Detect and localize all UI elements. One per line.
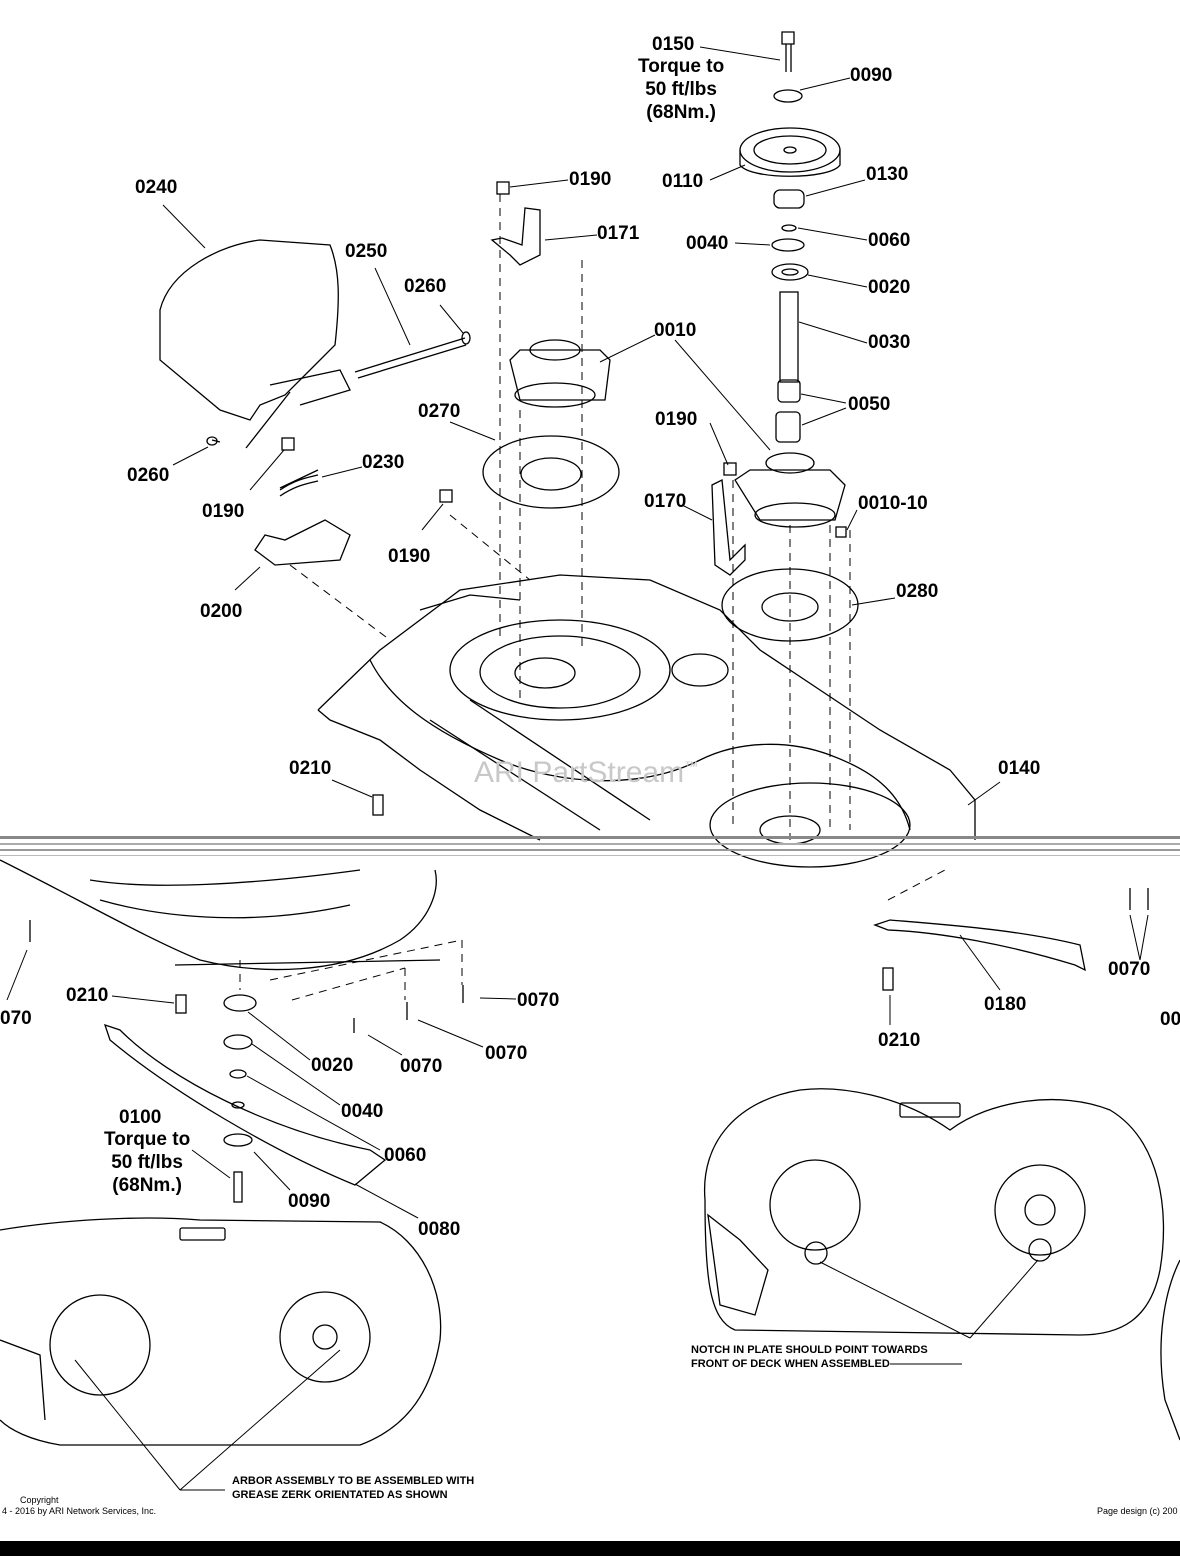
callout-0190-a: 0190 (569, 169, 612, 190)
callout-0170: 0170 (644, 491, 687, 512)
blade-0080 (103, 1023, 387, 1186)
spindle-housing-left (509, 339, 611, 408)
callout-0010-10: 0010-10 (858, 493, 928, 514)
callout-0240: 0240 (135, 177, 178, 198)
bottom-spindle-parts (223, 994, 257, 1203)
callout-0210-b: 0210 (66, 985, 109, 1006)
deck-housing-upper (317, 574, 976, 868)
leader-lines (6, 46, 1149, 1491)
callout-0260-a: 0260 (404, 276, 447, 297)
spindle-stack (739, 31, 841, 443)
callout-0200: 0200 (200, 601, 243, 622)
callout-0171: 0171 (597, 223, 640, 244)
note-notch-in-plate: NOTCH IN PLATE SHOULD POINT TOWARDS FRON… (691, 1344, 928, 1370)
callout-0070-c: 0070 (485, 1043, 528, 1064)
callout-0070-right: 0070 (1108, 959, 1151, 980)
scan-artifact-band (0, 836, 1180, 856)
callout-0190-c: 0190 (388, 546, 431, 567)
callout-0180: 0180 (984, 994, 1027, 1015)
callout-0030: 0030 (868, 332, 911, 353)
callout-0130: 0130 (866, 164, 909, 185)
callout-0040-top: 0040 (686, 233, 729, 254)
callout-0230: 0230 (362, 452, 405, 473)
callout-0070-left: 070 (0, 1008, 32, 1029)
bracket-0171 (490, 207, 541, 266)
watermark-tm: ™ (684, 758, 699, 774)
callout-0100: 0100 (119, 1107, 162, 1128)
callout-0070-b: 0070 (400, 1056, 443, 1077)
callout-0260-b: 0260 (127, 465, 170, 486)
spindle-housing-right (734, 452, 846, 528)
top-view-right (703, 1088, 1180, 1441)
callout-0270: 0270 (418, 401, 461, 422)
footer-page-design: Page design (c) 200 (1097, 1506, 1178, 1516)
callout-0070-a: 0070 (517, 990, 560, 1011)
top-view-left (0, 1217, 442, 1446)
callout-0210-c: 0210 (878, 1030, 921, 1051)
callout-0110: 0110 (662, 171, 704, 192)
discharge-chute-0240 (159, 239, 467, 449)
footer-copyright-text: 4 - 2016 by ARI Network Services, Inc. (2, 1506, 157, 1516)
callout-0020-bot: 0020 (311, 1055, 354, 1076)
callout-0080: 0080 (418, 1219, 461, 1240)
callout-0190-d: 0190 (655, 409, 698, 430)
callout-0190-b: 0190 (202, 501, 245, 522)
callout-0040-bot: 0040 (341, 1101, 384, 1122)
callout-0090-bot: 0090 (288, 1191, 331, 1212)
callout-0020-top: 0020 (868, 277, 911, 298)
alignment-lines (239, 194, 946, 1001)
callout-0280: 0280 (896, 581, 939, 602)
callout-0060-top: 0060 (868, 230, 911, 251)
callout-0090-top: 0090 (850, 65, 893, 86)
bracket-0170 (711, 478, 746, 576)
callout-torque-top: Torque to 50 ft/lbs (68Nm.) (638, 56, 725, 123)
watermark: ARI PartStream™ (474, 756, 698, 790)
callout-0010: 0010 (654, 320, 697, 341)
spring-0230 (279, 469, 319, 497)
baffle-0180 (873, 919, 1086, 972)
callout-0050: 0050 (848, 394, 891, 415)
callout-0210-a: 0210 (289, 758, 332, 779)
callout-00-edge: 00 (1160, 1009, 1180, 1030)
footer-copyright-label: Copyright (20, 1495, 59, 1505)
note-arbor-assembly: ARBOR ASSEMBLY TO BE ASSEMBLED WITH GREA… (232, 1475, 475, 1501)
callout-torque-bot: Torque to 50 ft/lbs (68Nm.) (104, 1129, 191, 1196)
deck-housing-lower (0, 859, 441, 971)
callout-0250: 0250 (345, 241, 388, 262)
watermark-text: ARI PartStream (474, 756, 685, 789)
callout-0140: 0140 (998, 758, 1041, 779)
callout-0060-bot: 0060 (384, 1145, 427, 1166)
hardware (29, 181, 1149, 1033)
callout-0150: 0150 (652, 34, 695, 55)
plate-0270 (482, 435, 620, 509)
bottom-border-bar (0, 1541, 1180, 1556)
bracket-0200 (254, 519, 351, 566)
